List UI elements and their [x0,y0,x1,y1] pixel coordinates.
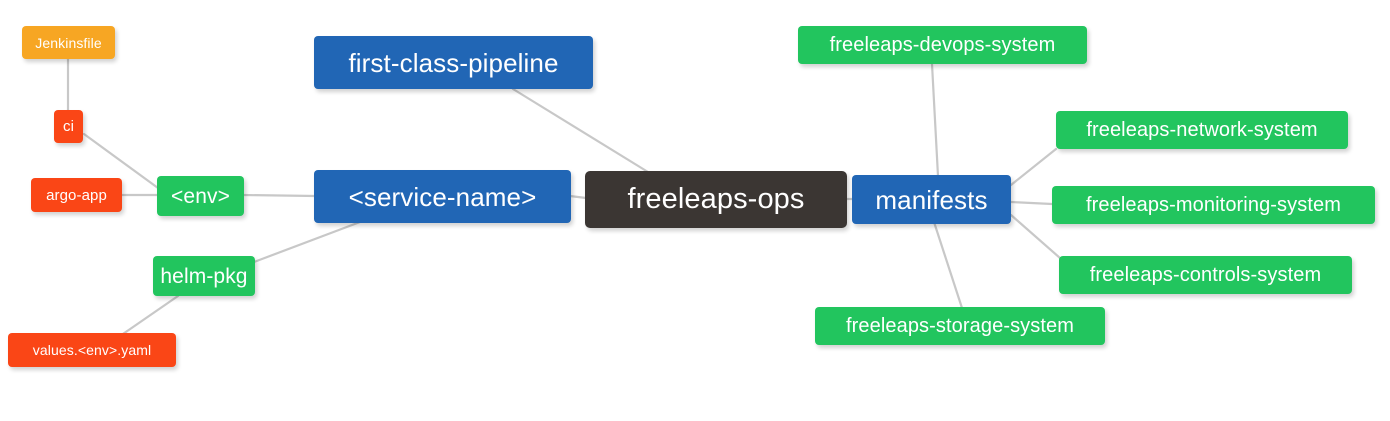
node-freeleaps-network-system[interactable]: freeleaps-network-system [1056,111,1348,149]
node-first-class-pipeline[interactable]: first-class-pipeline [314,36,593,89]
node-env[interactable]: <env> [157,176,244,216]
node-jenkinsfile[interactable]: Jenkinsfile [22,26,115,59]
node-argo-app[interactable]: argo-app [31,178,122,212]
edge-env-servicename [241,193,317,198]
node-values-yaml[interactable]: values.<env>.yaml [8,333,176,367]
edge-manifests-devopssystem [930,62,940,178]
node-ci[interactable]: ci [54,110,83,143]
node-service-name[interactable]: <service-name> [314,170,571,223]
edge-firstclasspipeline-root [511,87,650,174]
edge-helmpkg-servicename [252,217,370,264]
node-freeleaps-devops-system[interactable]: freeleaps-devops-system [798,26,1087,64]
edge-valuesyaml-helmpkg [118,294,180,338]
node-manifests[interactable]: manifests [852,175,1011,224]
node-freeleaps-monitoring-system[interactable]: freeleaps-monitoring-system [1052,186,1375,224]
node-freeleaps-controls-system[interactable]: freeleaps-controls-system [1059,256,1352,294]
node-root-freeleaps-ops[interactable]: freeleaps-ops [585,171,847,228]
edge-servicename-root [568,194,588,200]
edge-manifests-monitoringsystem [1009,200,1054,206]
node-freeleaps-storage-system[interactable]: freeleaps-storage-system [815,307,1105,345]
node-helm-pkg[interactable]: helm-pkg [153,256,255,296]
edge-manifests-storagesystem [932,220,964,310]
edge-manifests-networksystem [1009,147,1058,187]
